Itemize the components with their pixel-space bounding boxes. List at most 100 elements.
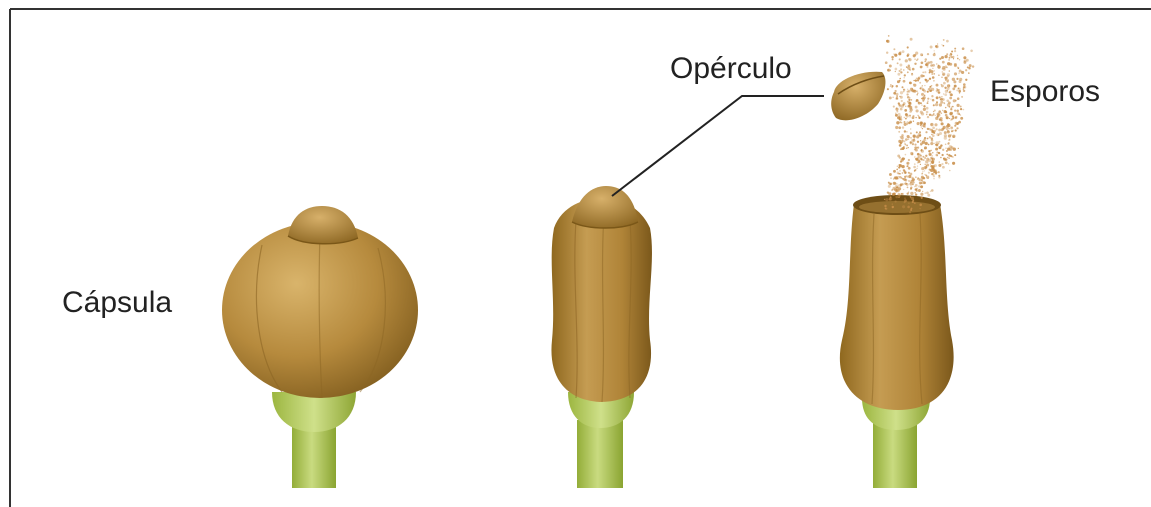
spore [909,110,912,113]
spore [885,61,888,64]
spore [959,78,962,81]
spore [904,198,905,199]
spore [902,205,905,208]
spore [907,192,909,194]
spore [890,86,891,87]
spore [938,152,940,154]
spore [913,84,915,86]
spore [902,126,904,128]
spore [918,102,920,104]
spore [889,96,892,99]
spore [924,164,925,165]
spore [927,177,929,179]
spore [888,35,890,37]
spore [903,189,904,190]
spore [899,170,901,172]
spore [923,105,925,107]
spore [903,80,906,83]
spore [914,192,916,194]
spore [931,131,933,133]
spore [895,93,898,96]
spore [921,104,923,106]
spore [963,88,964,89]
spore [906,147,908,149]
spore [897,62,899,64]
spore [925,155,927,157]
spore [908,147,909,148]
spore [930,46,933,49]
spore [896,121,899,124]
spore [928,150,930,152]
spore [946,128,949,131]
spore [917,58,918,59]
spore [947,142,949,144]
spore [930,61,933,64]
spore [948,154,951,157]
spore [900,185,902,187]
spore [934,50,935,51]
spore [904,74,906,76]
spore [954,110,956,112]
spore [924,146,927,149]
spore [922,171,923,172]
spore [944,55,947,58]
spore [948,139,950,141]
spore [945,77,948,80]
spore [915,101,916,102]
spore [919,208,921,210]
spore [930,150,932,152]
spore [938,175,940,177]
spore [903,146,905,148]
spore [944,87,946,89]
spore [920,155,922,157]
spore [890,177,892,179]
spore [909,69,911,71]
spore [930,64,933,67]
spore [956,110,959,113]
spore [907,135,910,138]
operculum [572,186,638,228]
spore [914,58,916,60]
spore [961,71,964,74]
spore [917,93,918,94]
spore [919,88,921,90]
spore [914,156,916,158]
spore [959,92,960,93]
spore [935,115,936,116]
spore [907,165,909,167]
spore [943,82,946,85]
spore [955,122,958,125]
spore [900,161,902,163]
spore [938,141,940,143]
spore [947,103,950,106]
spore [947,123,949,125]
spore [910,182,911,183]
spore [892,189,894,191]
spore [949,70,951,72]
closed-capsule [222,206,418,488]
spore [965,79,967,81]
spore [923,156,924,157]
spore [941,77,943,79]
spore [927,194,930,197]
spore [943,39,945,41]
spore [894,90,896,92]
spore [938,74,940,76]
spore [936,154,939,157]
spore [914,143,916,145]
spore [925,142,928,145]
spore [907,71,909,73]
spore [925,131,927,133]
spore [917,153,920,156]
spore [917,165,918,166]
spore [924,174,925,175]
spore [901,119,902,120]
spore [899,80,901,82]
spore [950,146,951,147]
spore [912,183,914,185]
spore [957,97,960,100]
spore [893,106,895,108]
spore [946,150,948,152]
spore [942,149,944,151]
spore [909,211,911,213]
